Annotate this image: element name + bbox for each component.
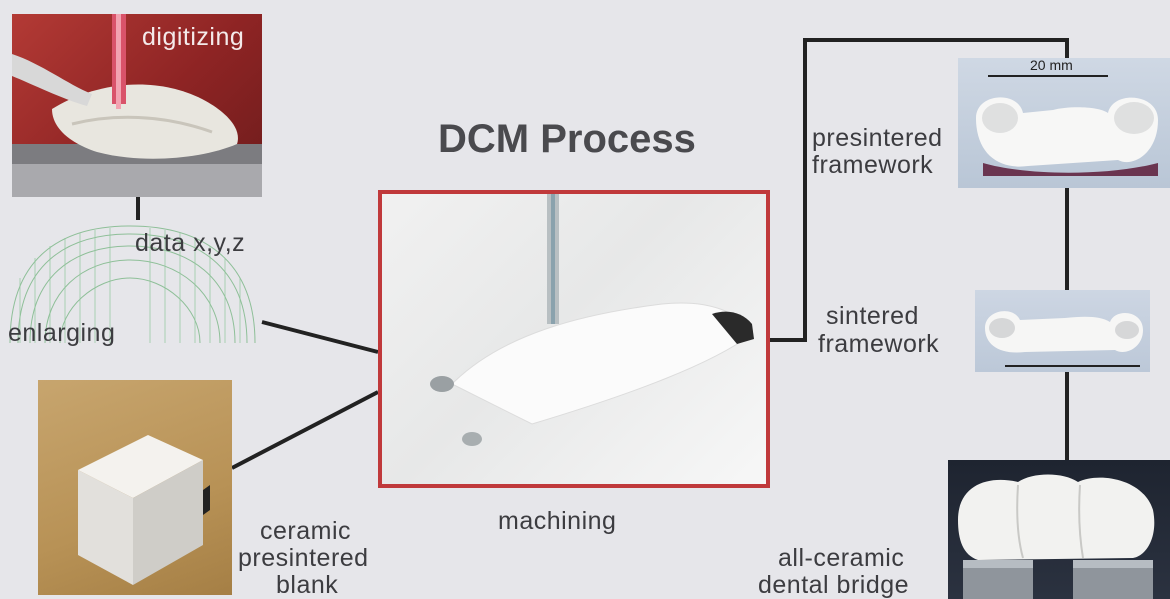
label-presintered-line1: presintered (812, 124, 943, 152)
label-sintered-line1: sintered (826, 302, 919, 330)
label-presintered-line2: framework (812, 151, 934, 179)
label-blank-line2: presintered (238, 544, 369, 572)
label-enlarging: enlarging (8, 319, 116, 347)
digitizing-photo: digitizing (12, 14, 262, 197)
label-data-xyz: data x,y,z (135, 229, 246, 257)
scale-label: 20 mm (1030, 58, 1073, 73)
connector-machining-to-framework (768, 38, 1069, 342)
sintered-framework-photo (975, 290, 1150, 372)
enlarging-wireframe (9, 225, 256, 344)
label-bridge-line1: all-ceramic (778, 544, 905, 572)
presintered-framework-scene (976, 75, 1158, 176)
label-machining: machining (498, 507, 617, 535)
label-blank-line3: blank (276, 571, 339, 599)
ceramic-blank-photo (38, 380, 232, 595)
diagram-title: DCM Process (438, 117, 696, 161)
machining-photo (378, 190, 770, 488)
label-digitizing: digitizing (142, 23, 245, 51)
connector-blank-to-machining (231, 390, 379, 470)
label-blank-line1: ceramic (260, 517, 352, 545)
sintered-framework-scene (985, 311, 1143, 367)
connector-enlarging-to-machining (261, 320, 379, 354)
label-bridge-line2: dental bridge (758, 571, 910, 599)
label-sintered-line2: framework (818, 330, 940, 358)
ceramic-blank-cube (78, 435, 210, 585)
digitizing-scene (12, 14, 262, 197)
machining-scene (430, 194, 754, 446)
dental-bridge-scene (958, 474, 1155, 599)
presintered-framework-photo: 20 mm (958, 58, 1170, 188)
dental-bridge-photo (948, 460, 1170, 599)
